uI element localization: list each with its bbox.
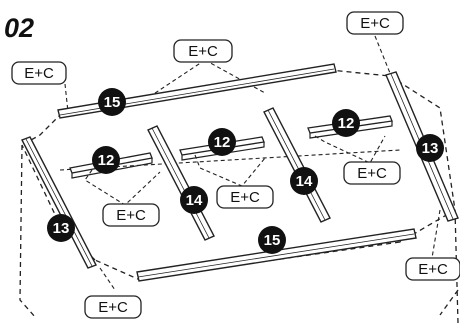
badge-right-side: 13 xyxy=(416,134,444,162)
badge-left-side: 13 xyxy=(47,214,75,242)
badge-bracket-middle: 12 xyxy=(208,128,236,156)
badge-slat-left: 14 xyxy=(180,186,208,214)
badge-slat-right: 14 xyxy=(290,167,318,195)
joint-label-middle-bracket: E+C xyxy=(216,185,274,209)
svg-text:14: 14 xyxy=(186,192,203,209)
svg-text:12: 12 xyxy=(98,152,115,169)
badge-bracket-left: 12 xyxy=(92,146,120,174)
joint-label-top-left: E+C xyxy=(11,61,67,85)
badge-bracket-right: 12 xyxy=(332,109,360,137)
svg-text:13: 13 xyxy=(422,140,439,157)
top-rail-15 xyxy=(57,63,337,119)
joint-label-bottom-right: E+C xyxy=(405,257,460,281)
badge-top-rail: 15 xyxy=(98,88,126,116)
svg-text:E+C: E+C xyxy=(24,65,54,82)
joint-label-right-bracket: E+C xyxy=(343,161,401,185)
svg-text:E+C: E+C xyxy=(357,165,387,182)
svg-text:E+C: E+C xyxy=(230,189,260,206)
left-side-13 xyxy=(21,136,97,269)
svg-text:E+C: E+C xyxy=(188,43,218,60)
joint-label-top-middle: E+C xyxy=(173,39,233,63)
step-number: 02 xyxy=(4,13,34,43)
svg-text:E+C: E+C xyxy=(98,299,128,316)
bottom-rail-15 xyxy=(136,228,417,282)
svg-text:E+C: E+C xyxy=(360,15,390,32)
svg-text:14: 14 xyxy=(296,173,313,190)
slat-right-14 xyxy=(263,107,331,223)
svg-text:15: 15 xyxy=(264,232,281,249)
joint-label-top-right: E+C xyxy=(346,11,404,35)
joint-label-bottom-left: E+C xyxy=(84,295,142,319)
badge-bottom-rail: 15 xyxy=(258,226,286,254)
svg-text:13: 13 xyxy=(53,220,70,237)
svg-text:12: 12 xyxy=(214,134,231,151)
svg-text:E+C: E+C xyxy=(116,207,146,224)
joint-label-left-bracket: E+C xyxy=(102,203,160,227)
svg-text:E+C: E+C xyxy=(418,261,448,278)
svg-text:12: 12 xyxy=(338,115,355,132)
svg-text:15: 15 xyxy=(104,94,121,111)
